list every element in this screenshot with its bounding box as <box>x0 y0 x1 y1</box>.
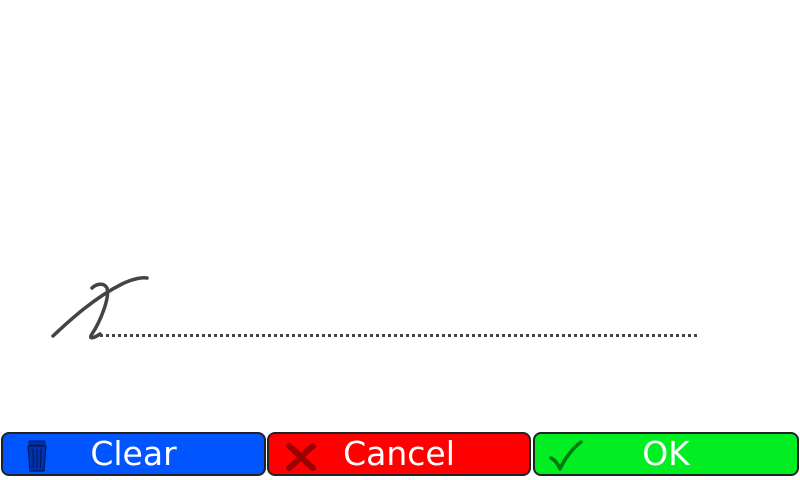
ok-button[interactable]: OK <box>533 432 799 476</box>
checkmark-icon <box>549 440 583 471</box>
signature-pad[interactable] <box>0 0 800 428</box>
cross-icon <box>286 443 316 471</box>
cancel-button[interactable]: Cancel <box>267 432 531 476</box>
x-mark-icon <box>51 276 149 340</box>
clear-button-label: Clear <box>90 434 177 473</box>
ok-button-label: OK <box>642 434 690 473</box>
cancel-button-label: Cancel <box>343 434 455 473</box>
button-bar: Clear Cancel OK <box>0 432 800 480</box>
signature-line <box>100 334 697 337</box>
trash-icon <box>27 440 47 472</box>
clear-button[interactable]: Clear <box>1 432 266 476</box>
